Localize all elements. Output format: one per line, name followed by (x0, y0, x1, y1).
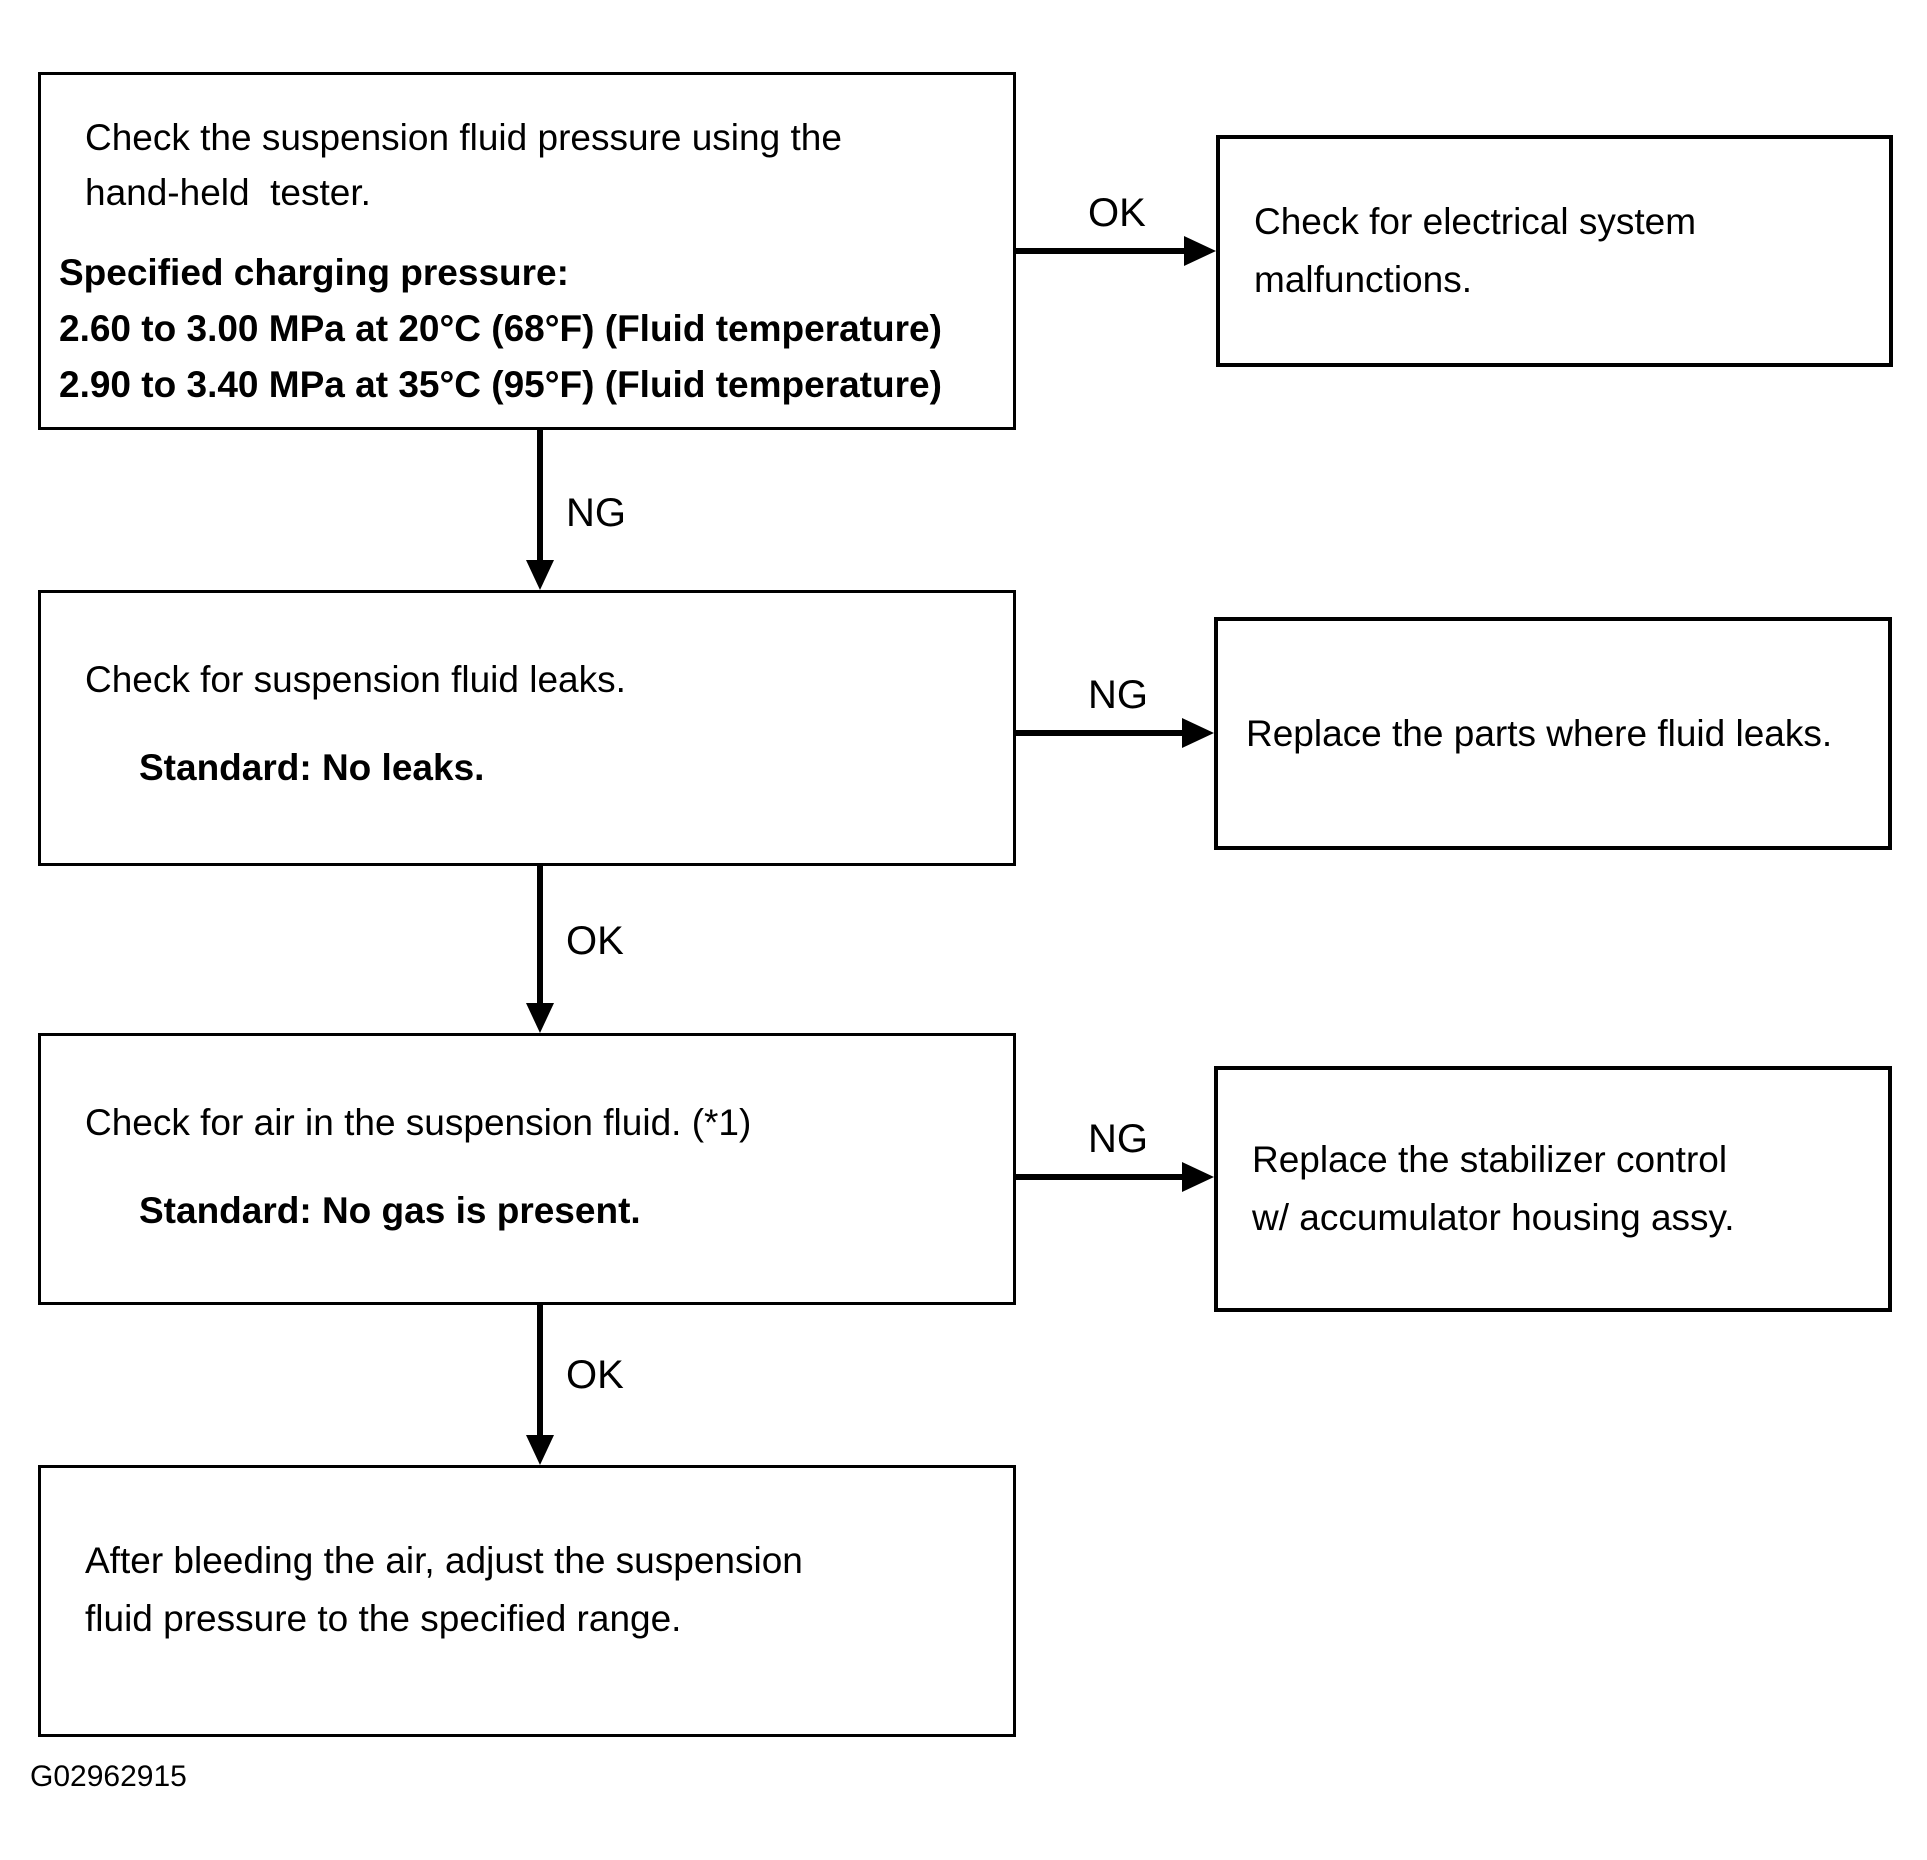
arrow-right-head-icon (1182, 1162, 1214, 1192)
node-check-electrical-line1: Check for electrical system (1254, 201, 1697, 242)
node-replace-stabilizer-line2: w/ accumulator housing assy. (1252, 1197, 1735, 1238)
node-check-pressure-spec1: 2.60 to 3.00 MPa at 20°C (68°F) (Fluid t… (59, 308, 942, 349)
node-check-pressure-spec2: 2.90 to 3.40 MPa at 35°C (95°F) (Fluid t… (59, 364, 942, 405)
node-check-air-line1: Check for air in the suspension fluid. (… (85, 1102, 752, 1143)
node-check-pressure-line1: Check the suspension fluid pressure usin… (85, 117, 842, 158)
node-check-air: Check for air in the suspension fluid. (… (38, 1033, 1016, 1305)
arrow-label-ng-2: NG (1088, 673, 1148, 717)
node-check-pressure-line2: hand-held tester. (85, 172, 371, 213)
node-adjust-pressure-line1: After bleeding the air, adjust the suspe… (85, 1540, 803, 1581)
figure-code: G02962915 (30, 1760, 187, 1793)
arrow-down-head-icon (526, 560, 554, 590)
arrow-ng-1 (537, 430, 543, 564)
node-replace-stabilizer-line1: Replace the stabilizer control (1252, 1139, 1728, 1180)
arrow-right-head-icon (1184, 236, 1216, 266)
arrow-label-ok-3: OK (566, 1353, 624, 1397)
arrow-down-head-icon (526, 1435, 554, 1465)
arrow-ok-1 (1016, 248, 1188, 254)
arrow-label-ok-2: OK (566, 919, 624, 963)
node-check-leaks: Check for suspension fluid leaks. Standa… (38, 590, 1016, 866)
arrow-right-head-icon (1182, 718, 1214, 748)
node-adjust-pressure: After bleeding the air, adjust the suspe… (38, 1465, 1016, 1737)
arrow-ok-2 (537, 866, 543, 1006)
node-check-leaks-line1: Check for suspension fluid leaks. (85, 659, 626, 700)
node-check-air-standard: Standard: No gas is present. (139, 1190, 641, 1231)
node-check-electrical: Check for electrical system malfunctions… (1216, 135, 1893, 367)
node-check-electrical-line2: malfunctions. (1254, 259, 1472, 300)
arrow-label-ng-3: NG (1088, 1117, 1148, 1161)
node-replace-stabilizer: Replace the stabilizer control w/ accumu… (1214, 1066, 1892, 1312)
arrow-ok-3 (537, 1305, 543, 1437)
node-replace-leak-parts: Replace the parts where fluid leaks. (1214, 617, 1892, 850)
arrow-down-head-icon (526, 1003, 554, 1033)
arrow-label-ok-1: OK (1088, 191, 1146, 235)
node-adjust-pressure-line2: fluid pressure to the specified range. (85, 1598, 682, 1639)
node-check-leaks-standard: Standard: No leaks. (139, 747, 485, 788)
node-check-pressure-spec-title: Specified charging pressure: (59, 252, 569, 293)
arrow-ng-3 (1016, 1174, 1186, 1180)
node-replace-leak-parts-line1: Replace the parts where fluid leaks. (1246, 712, 1833, 754)
arrow-label-ng-1: NG (566, 491, 626, 535)
node-check-pressure: Check the suspension fluid pressure usin… (38, 72, 1016, 430)
arrow-ng-2 (1016, 730, 1186, 736)
